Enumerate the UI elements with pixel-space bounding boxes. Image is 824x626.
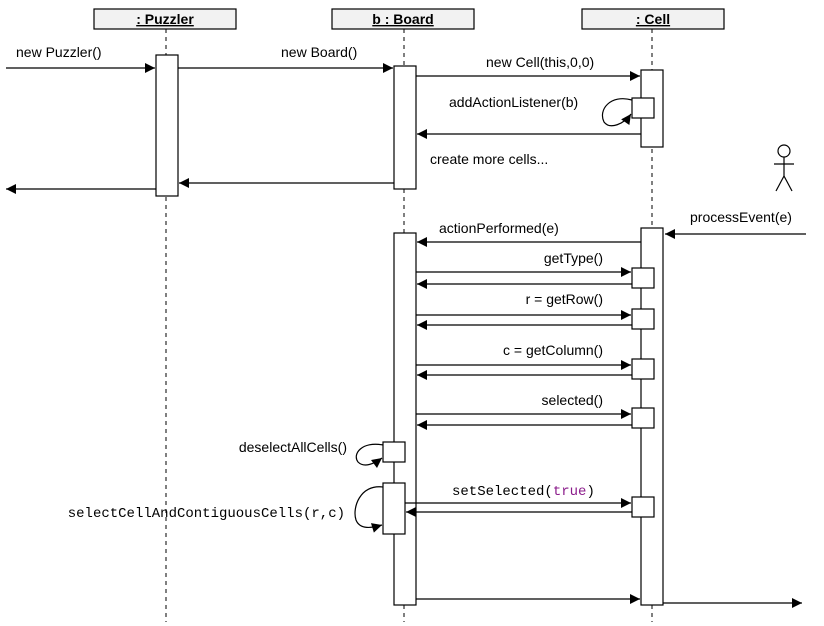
msg-new-puzzler: new Puzzler() xyxy=(16,44,102,60)
msg-set-selected-name: setSelected( xyxy=(452,484,553,500)
activation-cell-getrow xyxy=(631,308,655,330)
msg-create-more-cells: create more cells... xyxy=(430,151,548,167)
msg-selected: selected() xyxy=(542,392,603,408)
participant-cell: : Cell xyxy=(581,8,725,30)
msg-set-selected: setSelected(true) xyxy=(452,484,595,500)
msg-deselect-all-cells: deselectAllCells() xyxy=(239,439,347,455)
arrow-add-action-listener xyxy=(601,98,633,127)
msg-process-event: processEvent(e) xyxy=(690,209,792,225)
participant-puzzler-box xyxy=(93,8,237,30)
msg-select-cell-and-contiguous: selectCellAndContiguousCells(r,c) xyxy=(68,506,345,522)
msg-new-cell: new Cell(this,0,0) xyxy=(486,54,594,70)
stick-figure-actor-icon xyxy=(774,144,794,192)
activation-puzzler xyxy=(155,54,179,197)
msg-add-action-listener: addActionListener(b) xyxy=(449,94,578,110)
participant-board: b : Board xyxy=(331,8,475,30)
msg-set-selected-arg: true xyxy=(553,484,587,500)
msg-set-selected-close: ) xyxy=(586,484,594,500)
participant-board-label: b : Board xyxy=(372,11,433,27)
msg-get-row: r = getRow() xyxy=(526,291,603,307)
msg-get-type: getType() xyxy=(544,250,603,266)
arrow-deselect-all-cells xyxy=(355,443,384,468)
participant-board-box xyxy=(331,8,475,30)
activation-board-deselect xyxy=(382,441,406,463)
activation-cell-gettype xyxy=(631,267,655,289)
activation-board-1 xyxy=(393,65,417,190)
activation-board-selectcell xyxy=(382,482,406,535)
activation-board-2 xyxy=(393,232,417,606)
participant-puzzler-label: : Puzzler xyxy=(136,11,194,27)
msg-get-column: c = getColumn() xyxy=(503,342,603,358)
activation-cell-selected xyxy=(631,407,655,429)
participant-puzzler: : Puzzler xyxy=(93,8,237,30)
activation-cell-getcolumn xyxy=(631,358,655,380)
msg-action-performed: actionPerformed(e) xyxy=(439,220,559,236)
arrow-select-cell-and-contiguous xyxy=(354,486,384,533)
msg-new-board: new Board() xyxy=(281,44,357,60)
activation-cell-setselected xyxy=(631,496,655,518)
participant-cell-label: : Cell xyxy=(636,11,670,27)
activation-cell-addlistener xyxy=(631,97,655,119)
participant-cell-box xyxy=(581,8,725,30)
